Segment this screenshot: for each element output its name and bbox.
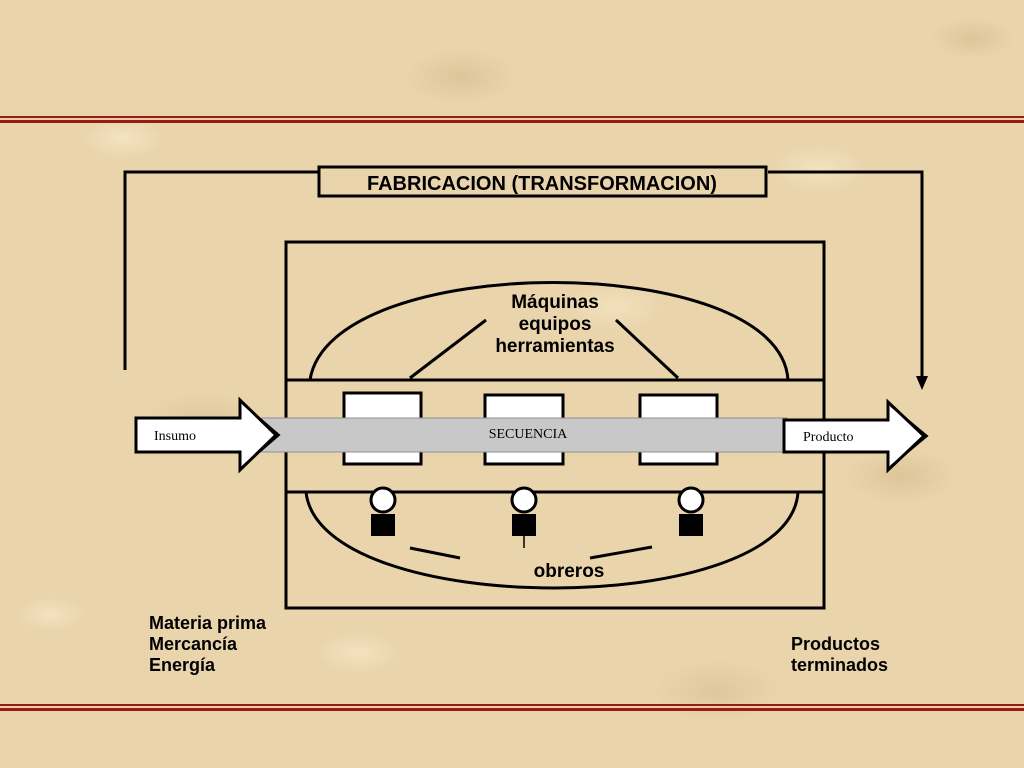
right-feedback-arrowhead xyxy=(916,376,928,390)
inputs-list-item-1: Materia prima xyxy=(149,613,267,633)
machines-label-line-1: Máquinas xyxy=(511,292,599,313)
machines-pointer-left xyxy=(409,318,487,380)
workers-label: obreros xyxy=(534,561,605,582)
output-label: Producto xyxy=(803,430,854,445)
workers-pointer-left xyxy=(409,546,461,560)
worker-figure-3 xyxy=(677,486,705,536)
bottom-decorative-band xyxy=(0,704,1024,711)
workers-pointer-right xyxy=(589,545,653,560)
machines-pointer-right xyxy=(614,318,680,380)
left-feedback-line xyxy=(123,170,318,370)
right-feedback-line xyxy=(768,170,924,380)
input-arrow-shadow xyxy=(242,403,281,467)
worker-figure-2 xyxy=(510,486,538,548)
workers-arc xyxy=(304,491,800,590)
machines-label-line-3: herramientas xyxy=(495,336,614,357)
input-label: Insumo xyxy=(154,429,196,444)
diagram-title: FABRICACION (TRANSFORMACION) xyxy=(367,173,717,195)
title-box xyxy=(317,165,768,198)
inputs-list-item-2: Mercancía xyxy=(149,634,238,654)
outputs-list-item-1: Productos xyxy=(791,634,880,654)
outputs-list-item-2: terminados xyxy=(791,655,888,675)
worker-figure-1 xyxy=(369,486,397,536)
inputs-list-item-3: Energía xyxy=(149,655,216,675)
sequence-bar xyxy=(261,417,788,453)
machines-label-line-2: equipos xyxy=(519,314,592,335)
sequence-label: SECUENCIA xyxy=(489,427,568,442)
machines-arc xyxy=(308,281,790,381)
output-arrow-shadow xyxy=(890,405,929,467)
top-decorative-band xyxy=(0,116,1024,123)
